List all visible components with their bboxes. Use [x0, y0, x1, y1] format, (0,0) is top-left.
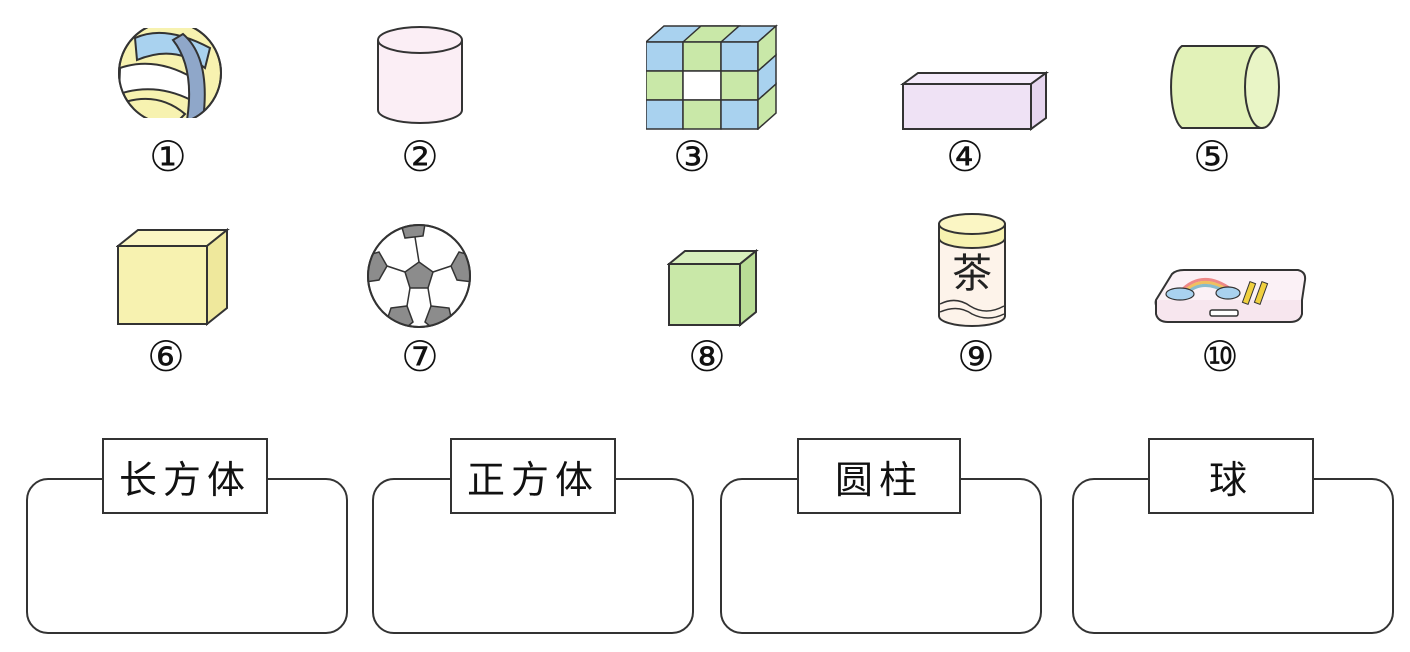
item-number: ⑥ [147, 332, 185, 381]
item-number: ④ [946, 132, 984, 181]
cylinder-upright [375, 22, 465, 126]
rubiks-cube [646, 24, 778, 130]
category-label-cube: 正方体 [450, 438, 616, 514]
item-number: ③ [673, 132, 711, 181]
item-number: ① [149, 132, 187, 181]
cylinder-lying [1166, 42, 1282, 132]
cube-green [667, 249, 759, 327]
tea-can: 茶 [936, 212, 1008, 330]
cube-yellow [116, 228, 230, 326]
category-label-sphere: 球 [1148, 438, 1314, 514]
category-label-cuboid: 长方体 [102, 438, 268, 514]
item-number: ⑤ [1193, 132, 1231, 181]
tea-can-label: 茶 [952, 251, 992, 297]
volleyball [115, 28, 225, 118]
category-label-cylinder: 圆柱 [797, 438, 961, 514]
item-number: ② [401, 132, 439, 181]
item-number: ⑧ [688, 332, 726, 381]
category-box-cylinder[interactable] [720, 478, 1042, 634]
pencil-case [1150, 268, 1308, 328]
soccer-ball [365, 222, 473, 330]
cuboid-long [900, 70, 1050, 132]
item-number: ⑦ [401, 332, 439, 381]
item-number: ⑩ [1201, 332, 1239, 381]
item-number: ⑨ [957, 332, 995, 381]
